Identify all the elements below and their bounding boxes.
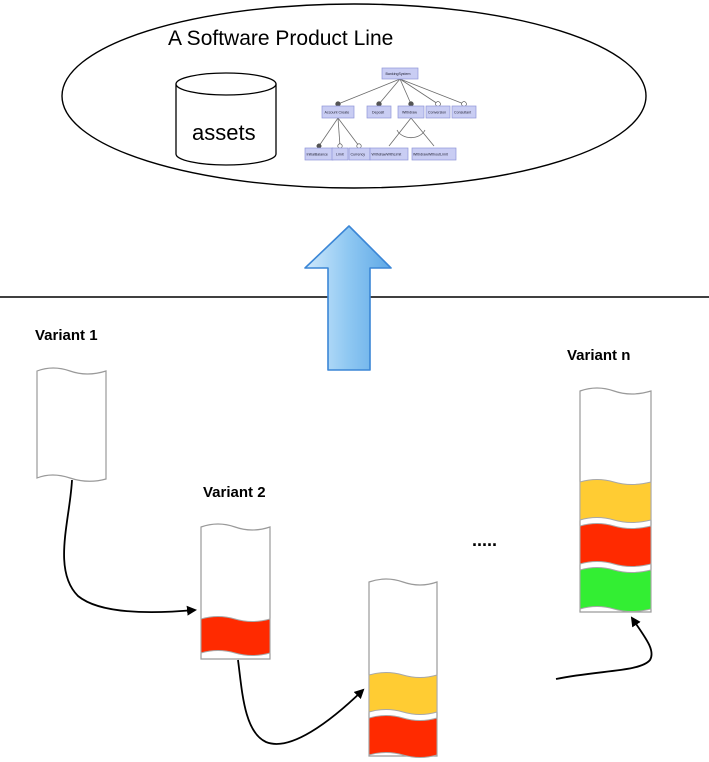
variant-1-document [36,367,107,482]
feature-node-label: InitialBalance [307,153,328,157]
feature-node-limit [331,147,349,161]
assets-database-icon [175,72,277,166]
variant-3-document [368,578,438,758]
feature-node-label: Consultant [454,111,471,115]
feature-node-label: Deposit [372,111,384,115]
feature-node-consultant [451,105,477,119]
feature-node-label: Currency [351,153,366,157]
feature-node-label: Account Create [325,111,350,115]
variant-2-red-feature [200,616,271,656]
variant-3-yellow-feature [368,672,438,715]
feature-node-deposit [366,105,392,119]
flow-arrow-to-vn [555,616,653,680]
feature-node-label: WithdrawWithoutLimit [413,153,448,157]
feature-node-withdraw [397,105,425,119]
extraction-up-arrow [304,225,392,371]
flow-arrow-v1-to-v2 [63,479,197,616]
feature-node-withdraw-with-limit [369,147,409,161]
feature-model-diagram: BankingSystem Account Create Deposit Wit… [304,67,477,161]
flow-arrow-v2-to-v3 [237,659,365,745]
feature-node-label: Conversion [428,111,446,115]
feature-node-root-label: BankingSystem [386,72,411,76]
feature-node-conversion [425,105,451,119]
product-line-title: A Software Product Line [168,27,393,50]
variant-n-green-feature [579,567,652,612]
assets-label: assets [192,120,256,145]
feature-node-label: WithdrawWithLimit [372,153,402,157]
variant-3-red-feature [368,715,438,758]
variant-n-document [579,387,652,613]
variant-2-label: Variant 2 [203,484,266,501]
variant-1-label: Variant 1 [35,327,98,344]
feature-node-label: Limit [336,153,344,157]
feature-node-root [381,67,419,80]
feature-node-withdraw-without-limit [411,147,457,161]
variant-n-red-feature [579,523,652,567]
ellipsis-text: ..... [472,530,497,550]
variant-2-document [200,523,271,660]
feature-node-account-create [321,105,355,119]
feature-node-label: Withdraw [402,111,417,115]
variant-n-label: Variant n [567,347,630,364]
variant-n-yellow-feature [579,479,652,523]
